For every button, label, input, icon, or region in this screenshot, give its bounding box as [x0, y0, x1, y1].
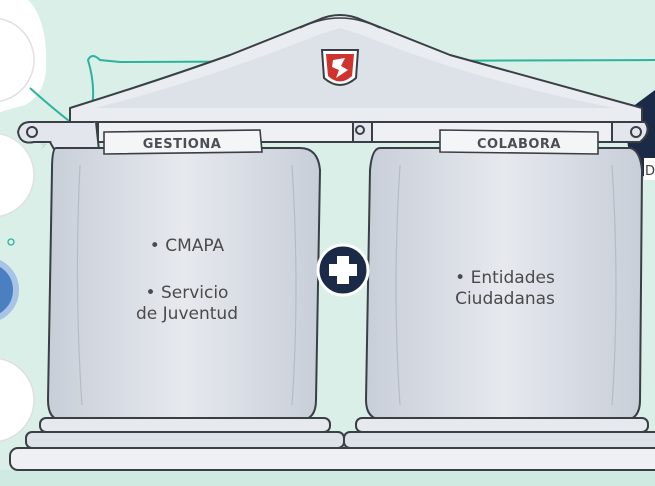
banner-right [439, 129, 599, 155]
right-white-strip [644, 158, 655, 180]
left-column-list: • CMAPA • Servicio de Juventud [92, 236, 282, 325]
speech-bubble [0, 0, 47, 112]
capital-center [352, 121, 373, 143]
side-circle-top [0, 18, 35, 102]
side-bubble-blue [0, 260, 19, 320]
side-circle-bottom [0, 358, 35, 442]
side-bubble-dot [7, 238, 15, 246]
list-item-juventud: • Servicio de Juventud [136, 283, 238, 324]
pediment-ridge [299, 17, 381, 29]
base-right [343, 417, 655, 449]
capital-right [611, 121, 649, 143]
column-fluting [76, 164, 617, 406]
plus-icon [316, 243, 370, 297]
list-item-cmapa: • CMAPA [149, 236, 225, 256]
right-edge-text: D [645, 164, 655, 179]
right-column-list: • Entidades Ciudadanas [410, 268, 600, 310]
column-header-left: GESTIONA [143, 137, 222, 152]
banner-left [103, 129, 263, 155]
column-header-right: COLABORA [477, 137, 561, 152]
mint-bottom-band [0, 470, 655, 486]
base-left [25, 417, 345, 449]
teal-connector [29, 55, 655, 134]
city-emblem [320, 49, 360, 86]
side-circle-mid [0, 133, 35, 217]
list-item-entidades: • Entidades Ciudadanas [455, 268, 555, 309]
base-step [9, 447, 655, 471]
